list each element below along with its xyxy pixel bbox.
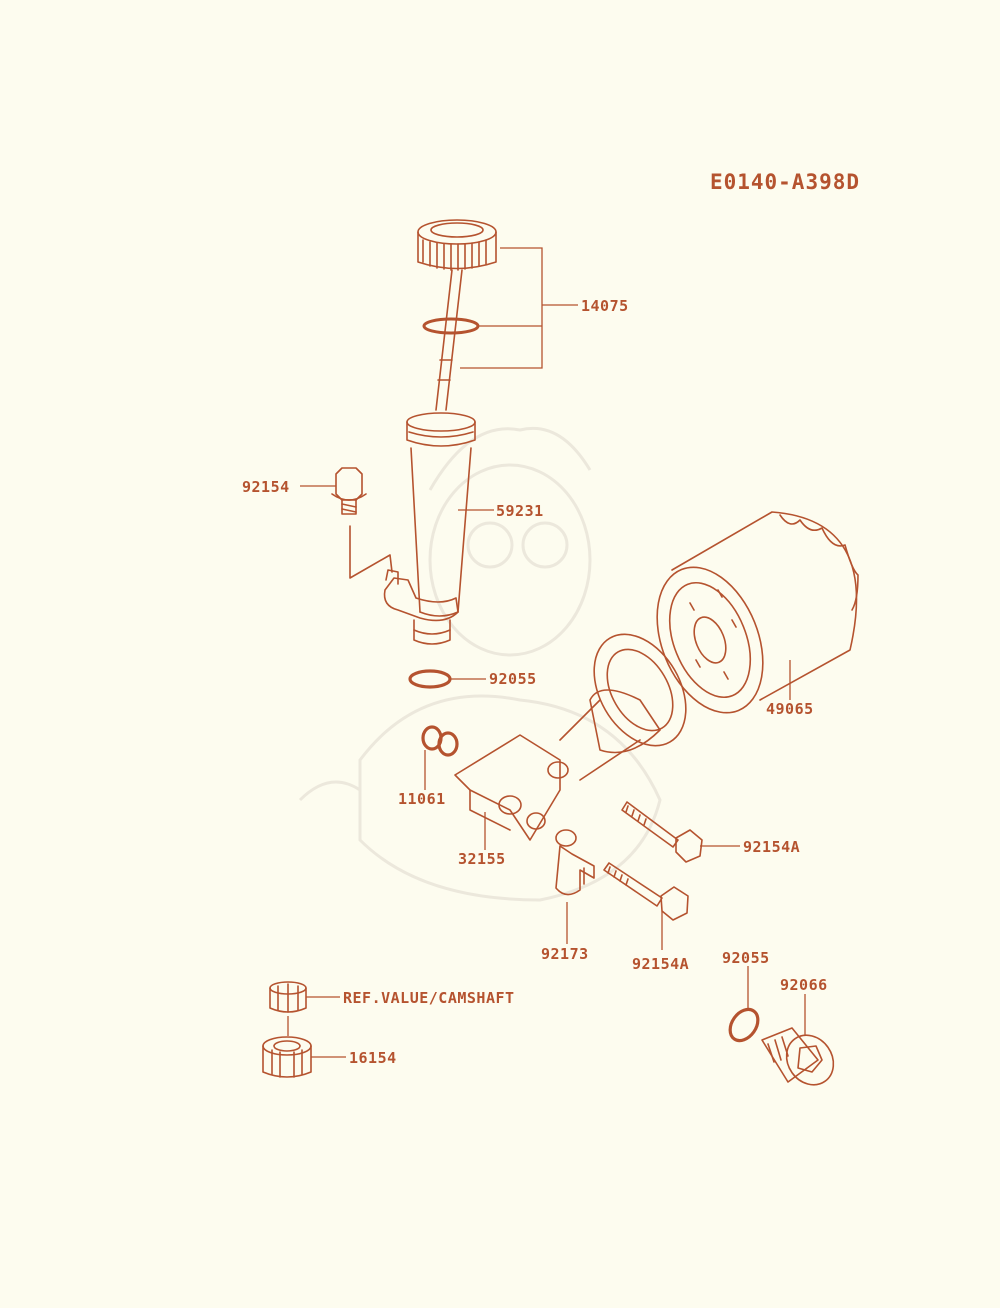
callout-92154a-upper: 92154A [743, 838, 800, 856]
dipstick-o-ring [422, 317, 480, 335]
camshaft-gear-part [269, 981, 307, 1013]
parts-artwork [262, 219, 859, 1086]
callout-59231: 59231 [496, 502, 544, 520]
callout-16154: 16154 [349, 1049, 397, 1067]
filter-adapter-part [454, 633, 687, 841]
clamp-92173-part [555, 829, 595, 896]
o-ring-upper [408, 669, 452, 689]
callout-ref-camshaft: REF.VALUE/CAMSHAFT [343, 989, 515, 1007]
bolt-92154a-upper-part [621, 801, 703, 863]
callout-92154a-lower: 92154A [632, 955, 689, 973]
drain-plug-part [761, 1027, 835, 1086]
rotor-16154-part [262, 1036, 312, 1078]
callout-92154: 92154 [242, 478, 290, 496]
bolt-92154a-lower-part [603, 862, 689, 921]
callout-92055-upper: 92055 [489, 670, 537, 688]
diagram-code: E0140-A398D [710, 170, 860, 194]
callout-14075: 14075 [581, 297, 629, 315]
oil-filter-part [656, 511, 859, 714]
bolt-92154-part [331, 467, 393, 579]
callout-11061: 11061 [398, 790, 446, 808]
callout-32155: 32155 [458, 850, 506, 868]
o-ring-lower [728, 1007, 760, 1043]
callout-49065: 49065 [766, 700, 814, 718]
dipstick-part [417, 219, 497, 411]
callout-92173: 92173 [541, 945, 589, 963]
watermark-mascot [298, 426, 662, 902]
callout-92055-lower: 92055 [722, 949, 770, 967]
callout-labels: 14075 92154 59231 92055 49065 11061 3215… [242, 297, 828, 1067]
leader-lines [300, 247, 806, 1058]
filler-tube-part [383, 412, 476, 645]
callout-92066: 92066 [780, 976, 828, 994]
rings-11061-part [421, 725, 459, 757]
